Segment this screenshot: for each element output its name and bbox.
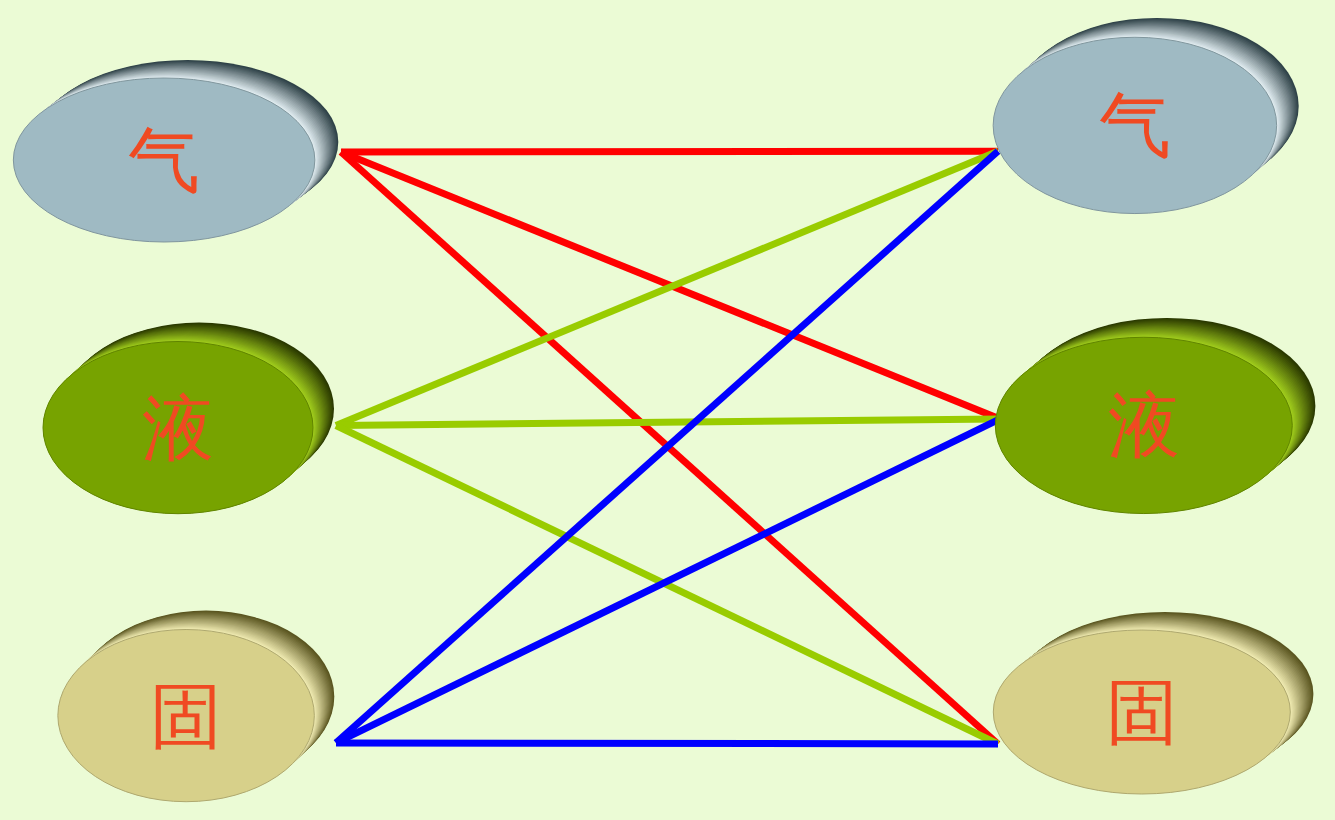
transition-line (336, 151, 998, 425)
state-label: 固 (1106, 676, 1178, 748)
state-label: 固 (150, 680, 222, 752)
state-disc: 固 (990, 600, 1320, 800)
state-disc: 液 (40, 310, 340, 520)
state-label: 气 (128, 124, 200, 196)
state-disc: 气 (990, 5, 1305, 220)
transition-line (336, 419, 1000, 743)
state-label: 气 (1099, 89, 1171, 161)
transition-line (336, 151, 998, 743)
state-label: 液 (1108, 389, 1180, 461)
state-disc: 液 (992, 305, 1322, 520)
state-label: 液 (142, 392, 214, 464)
transition-line (336, 743, 998, 744)
transition-line (336, 419, 1000, 426)
state-disc: 固 (55, 598, 340, 808)
transition-line (341, 148, 998, 156)
state-disc: 气 (10, 48, 345, 248)
